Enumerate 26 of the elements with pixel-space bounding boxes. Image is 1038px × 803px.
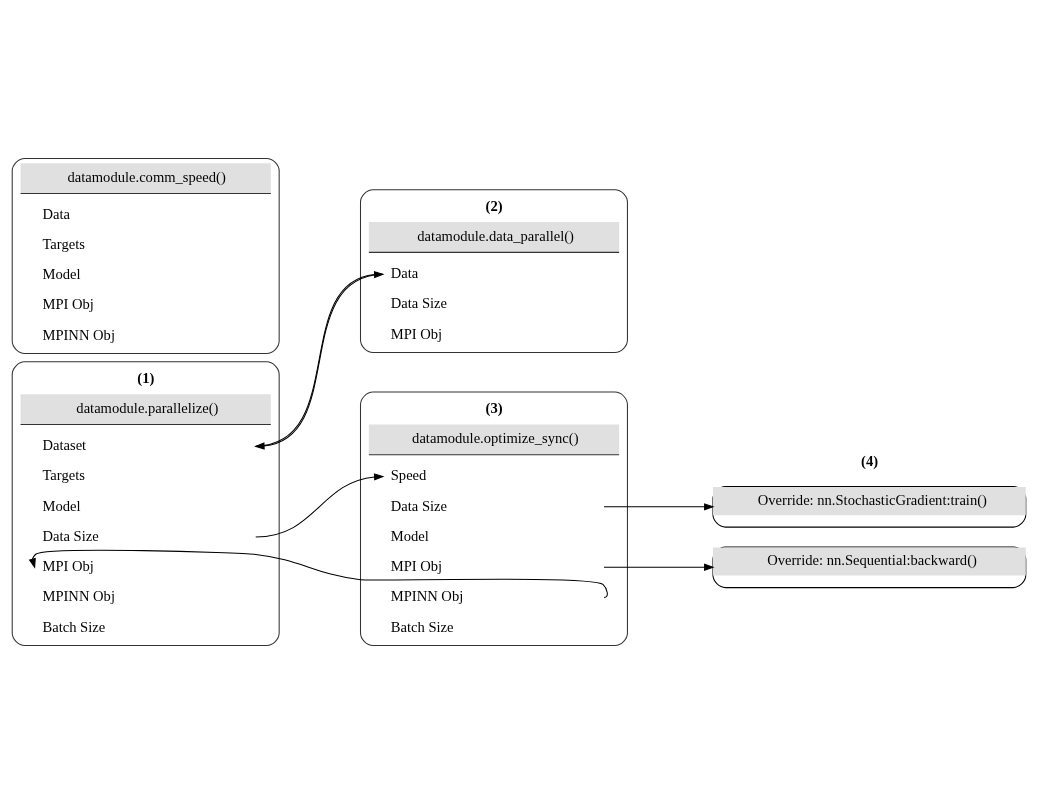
arrow [603, 502, 715, 510]
node-text: MPI Obj [390, 557, 443, 574]
arrow [603, 563, 715, 571]
node-text: MPINN Obj [42, 587, 115, 604]
node-text: Batch Size [42, 618, 106, 635]
node-text: Dataset [42, 436, 87, 453]
node-text: MPI Obj [42, 557, 94, 574]
node-text: MPINN Obj [390, 587, 464, 604]
node-text: Data Size [42, 527, 99, 544]
arrow [255, 472, 385, 538]
node-text: MPI Obj [42, 295, 94, 312]
node-text: Data [42, 205, 70, 222]
node-text: Data Size [390, 497, 447, 514]
node-text: Model [42, 265, 81, 282]
node-text: Targets [42, 466, 85, 483]
label: (4) [861, 452, 879, 469]
node-text: Data [390, 264, 419, 281]
node-text: Speed [390, 466, 427, 483]
node-text: Data Size [390, 294, 447, 311]
node-text: MPINN Obj [42, 326, 115, 343]
node-text: Targets [42, 235, 85, 252]
node-text: MPI Obj [390, 325, 443, 342]
node-text: Batch Size [390, 618, 454, 635]
node-text: Model [42, 497, 81, 514]
node-text: Model [390, 527, 429, 544]
arrow [28, 549, 608, 598]
